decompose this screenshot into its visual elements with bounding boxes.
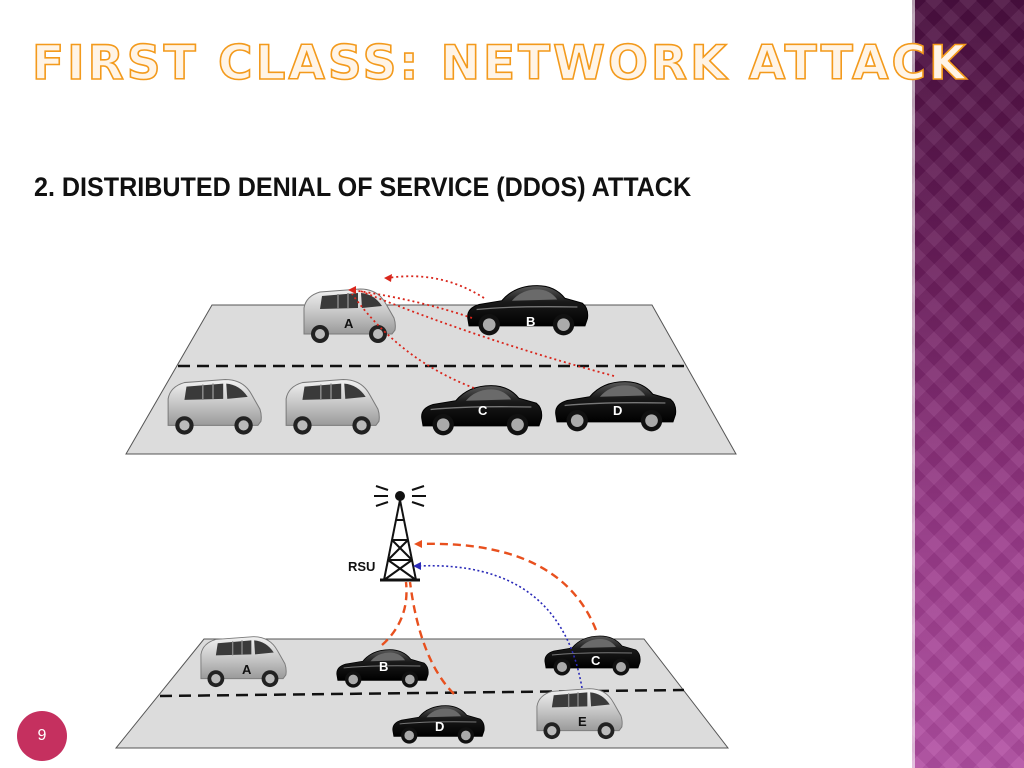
top-diagram: A B C D bbox=[125, 274, 737, 455]
bottom-label-e: E bbox=[578, 714, 587, 729]
subtitle-text: 2. Distributed Denial of Service (DDoS) … bbox=[34, 172, 692, 202]
decorative-sidebar bbox=[912, 0, 1024, 768]
slide-title: First Class: Network Attack bbox=[31, 35, 969, 92]
top-attack-arrow-d-a bbox=[357, 289, 615, 377]
slide-subtitle: 2. Distributed Denial of Service (DDoS) … bbox=[34, 172, 691, 203]
bottom-arrowhead-legit bbox=[413, 562, 421, 570]
top-road bbox=[125, 304, 737, 455]
top-label-c: C bbox=[478, 403, 488, 418]
bottom-label-a: A bbox=[242, 662, 252, 677]
bottom-attack-arrow-c-rsu bbox=[419, 542, 598, 631]
sidebar-divider bbox=[912, 0, 915, 768]
bottom-label-b: B bbox=[379, 659, 388, 674]
bottom-attack-arrow-b-rsu bbox=[381, 581, 408, 646]
top-attack-arrow-b-a-1 bbox=[387, 275, 485, 299]
bottom-label-d: D bbox=[435, 719, 444, 734]
top-arrowhead-1 bbox=[384, 274, 392, 282]
top-label-a: A bbox=[344, 316, 354, 331]
bottom-diagram: RSU A B C D E bbox=[114, 485, 730, 749]
bottom-arrowhead-attack bbox=[414, 540, 422, 548]
top-arrowhead-2 bbox=[348, 286, 356, 294]
rsu-tower-icon bbox=[374, 485, 426, 582]
bottom-label-c: C bbox=[591, 653, 601, 668]
bottom-lane-divider bbox=[159, 688, 685, 698]
page-number-badge: 9 bbox=[17, 711, 67, 761]
bottom-attack-arrow-d-rsu bbox=[408, 581, 455, 695]
top-label-d: D bbox=[613, 403, 622, 418]
bottom-legit-arrow-e-rsu bbox=[417, 564, 583, 689]
rsu-label: RSU bbox=[348, 559, 375, 574]
ddos-diagram: A B C D bbox=[114, 274, 737, 749]
top-label-b: B bbox=[526, 314, 535, 329]
page-number: 9 bbox=[37, 727, 47, 744]
